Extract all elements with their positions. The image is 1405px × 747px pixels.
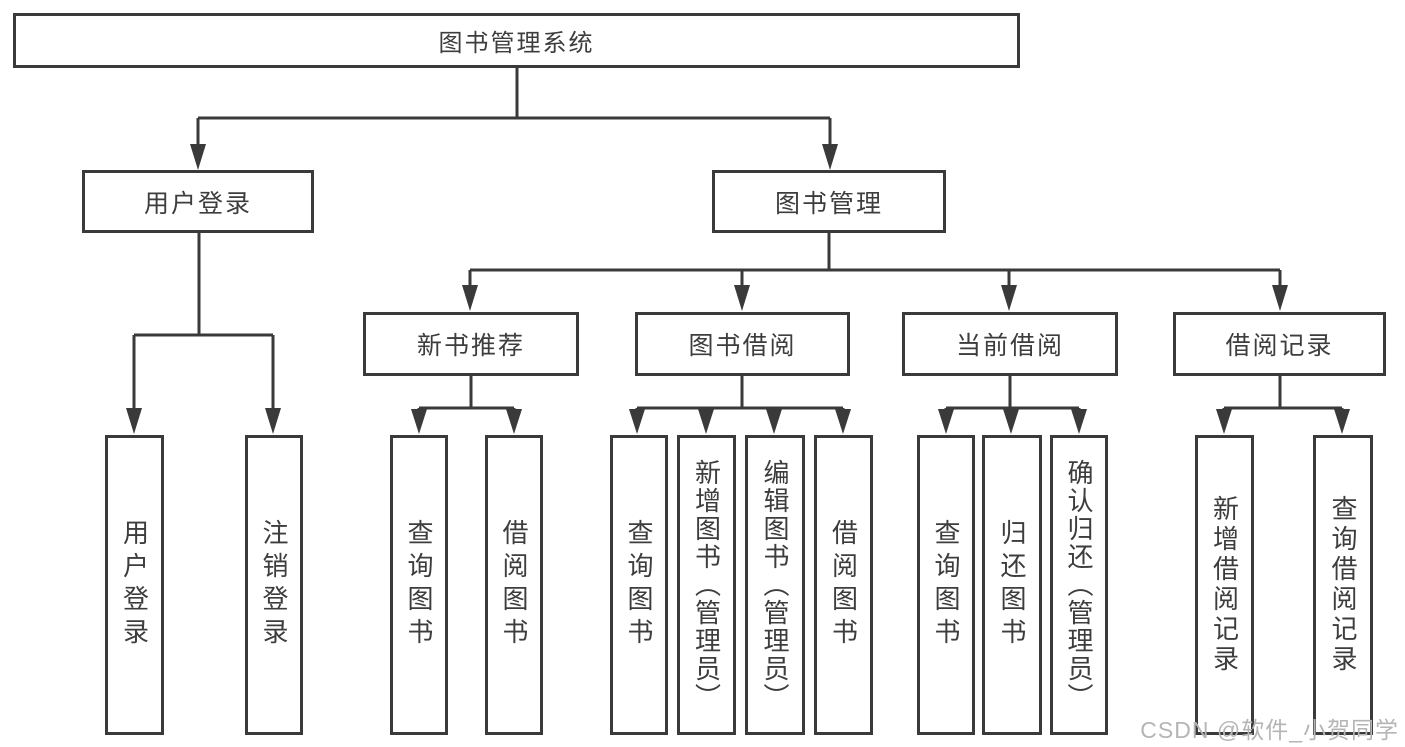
node-new-book-recommendation: 新书推荐	[363, 312, 579, 376]
node-borrowing-records: 借阅记录	[1173, 312, 1386, 376]
leaf-query-books-borrowing: 查询图书	[610, 435, 668, 735]
leaf-borrow-books: 借阅图书	[814, 435, 873, 735]
leaf-query-books-current: 查询图书	[917, 435, 975, 735]
leaf-edit-books-admin: 编辑图书（管理员）	[745, 435, 805, 735]
node-current-borrowing: 当前借阅	[902, 312, 1118, 376]
leaf-query-books-recommend: 查询图书	[390, 435, 448, 735]
leaf-borrow-books-recommend: 借阅图书	[485, 435, 543, 735]
node-book-management: 图书管理	[712, 170, 946, 233]
node-user-login: 用户登录	[82, 170, 314, 233]
node-book-borrowing: 图书借阅	[635, 312, 850, 376]
leaf-query-borrowing-record: 查询借阅记录	[1313, 435, 1373, 735]
arrowheads	[126, 144, 1350, 434]
leaf-logout: 注销登录	[245, 435, 303, 735]
leaf-confirm-return-admin: 确认归还（管理员）	[1050, 435, 1108, 735]
leaf-user-login: 用户登录	[105, 435, 164, 735]
leaf-add-borrowing-record: 新增借阅记录	[1195, 435, 1254, 735]
leaf-add-books-admin: 新增图书（管理员）	[677, 435, 736, 735]
watermark: CSDN @软件_小贺同学	[1140, 717, 1399, 743]
leaf-return-books: 归还图书	[982, 435, 1042, 735]
node-library-management-system: 图书管理系统	[13, 13, 1020, 68]
